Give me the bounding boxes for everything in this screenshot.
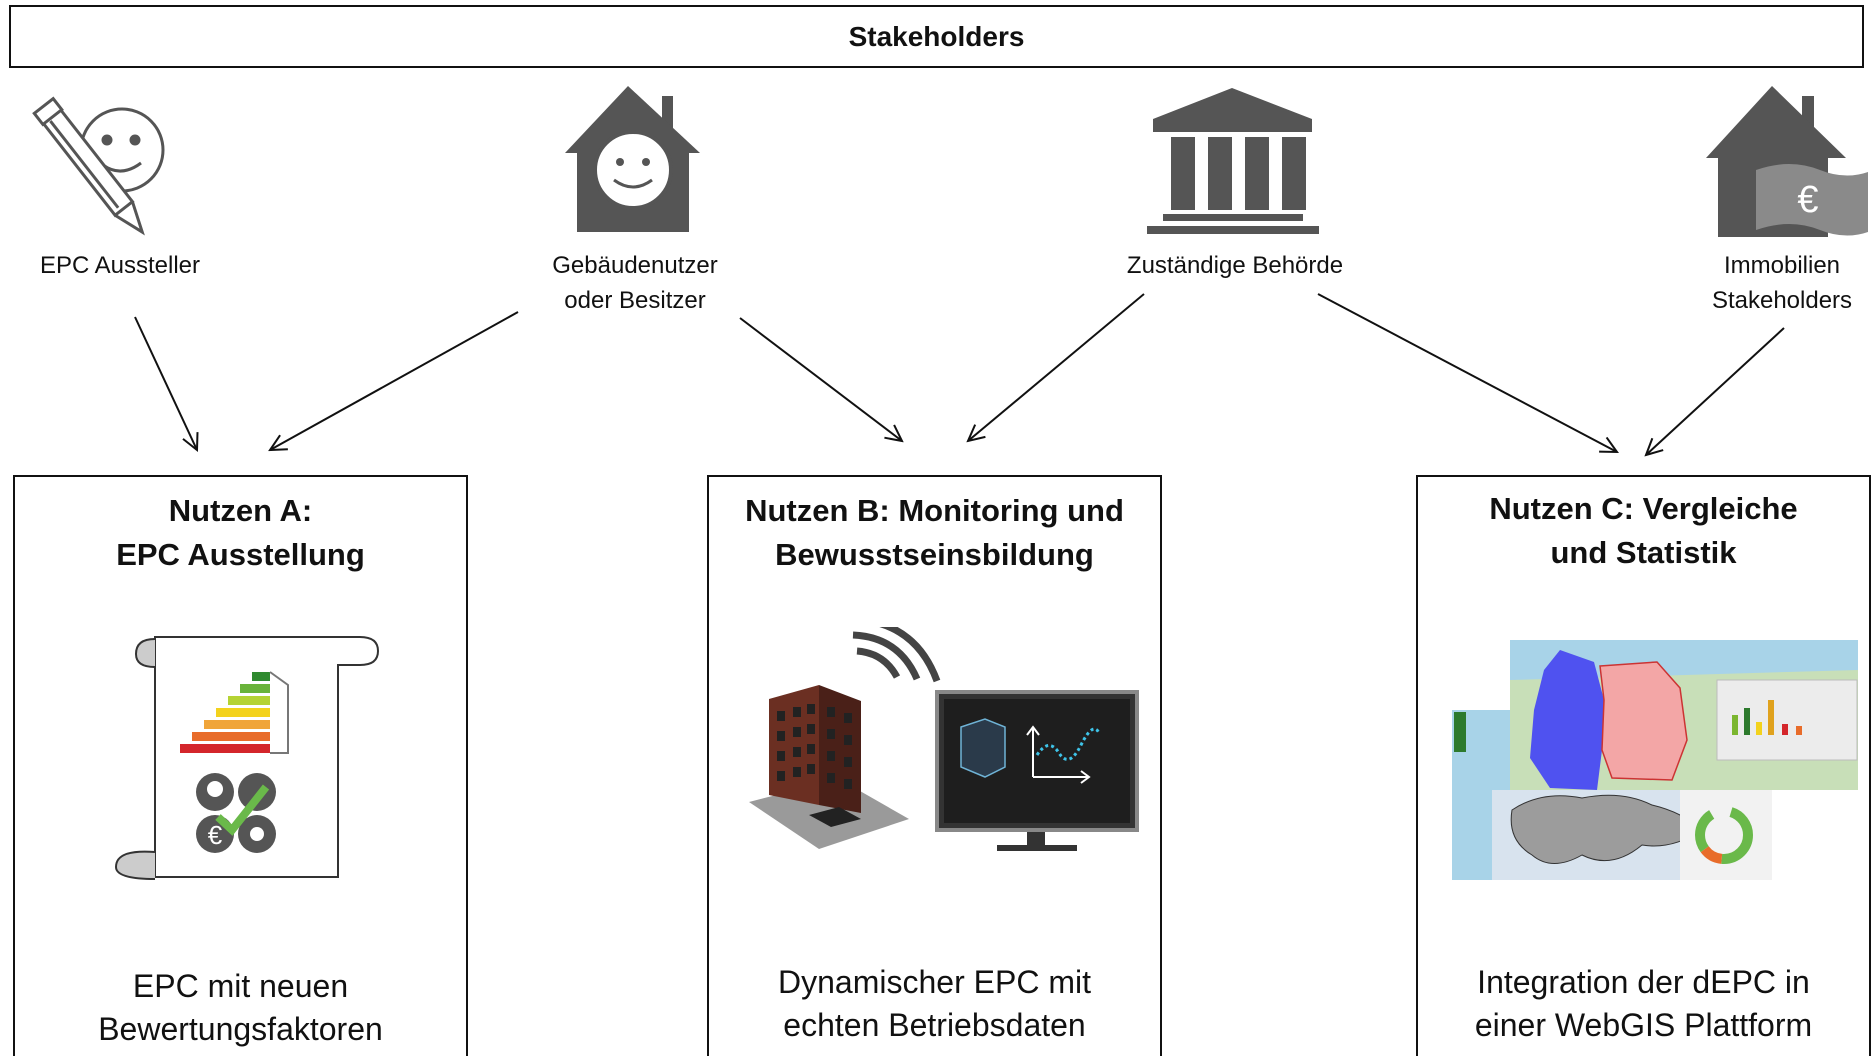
- svg-text:€: €: [208, 820, 223, 850]
- benefit-box-b: Nutzen B: Monitoring und Bewusstseinsbil…: [707, 475, 1162, 1056]
- benefit-a-title: Nutzen A: EPC Ausstellung: [116, 493, 365, 572]
- house-euro-icon: €: [1706, 86, 1868, 237]
- banner-title: Stakeholders: [848, 20, 1025, 52]
- arrow-behoerde-to-b: [968, 293, 1145, 441]
- arrow-nutzer-to-a: [270, 311, 519, 450]
- benefit-c-caption: Integration der dEPC in einer WebGIS Pla…: [1474, 964, 1813, 1043]
- building-monitor: [749, 627, 1139, 851]
- pen-smiley-icon: [32, 96, 165, 236]
- stakeholders-banner: Stakeholders: [9, 5, 1864, 68]
- stakeholder-label-aussteller: EPC Aussteller: [39, 252, 201, 279]
- arrow-immobilien-to-c: [1646, 327, 1785, 455]
- benefit-b-title: Nutzen B: Monitoring und Bewusstseinsbil…: [745, 493, 1124, 572]
- benefit-b-caption: Dynamischer EPC mit echten Betriebsdaten: [778, 964, 1091, 1043]
- stakeholder-label-immobilien: Immobilien Stakeholders: [1711, 252, 1853, 314]
- government-building-icon: [1147, 88, 1319, 234]
- benefit-box-c: Nutzen C: Vergleiche und Statistik Integ…: [1416, 475, 1871, 1056]
- arrow-nutzer-to-b: [739, 317, 902, 441]
- arrow-aussteller-to-a: [134, 316, 197, 450]
- arrow-behoerde-to-c: [1317, 293, 1617, 452]
- epc-certificate-scroll: €: [114, 636, 380, 880]
- benefit-box-a: Nutzen A: EPC Ausstellung € EPC mit neue…: [13, 475, 468, 1056]
- house-smiley-icon: [565, 86, 700, 232]
- stakeholder-label-behoerde: Zuständige Behörde: [1126, 252, 1344, 279]
- stakeholder-label-nutzer: Gebäudenutzer oder Besitzer: [552, 252, 718, 314]
- arrows: [134, 293, 1785, 455]
- euro-symbol: €: [1797, 179, 1818, 221]
- benefit-c-title: Nutzen C: Vergleiche und Statistik: [1489, 491, 1798, 570]
- benefit-a-caption: EPC mit neuen Bewertungsfaktoren: [98, 968, 383, 1047]
- webgis-maps: [1452, 640, 1858, 880]
